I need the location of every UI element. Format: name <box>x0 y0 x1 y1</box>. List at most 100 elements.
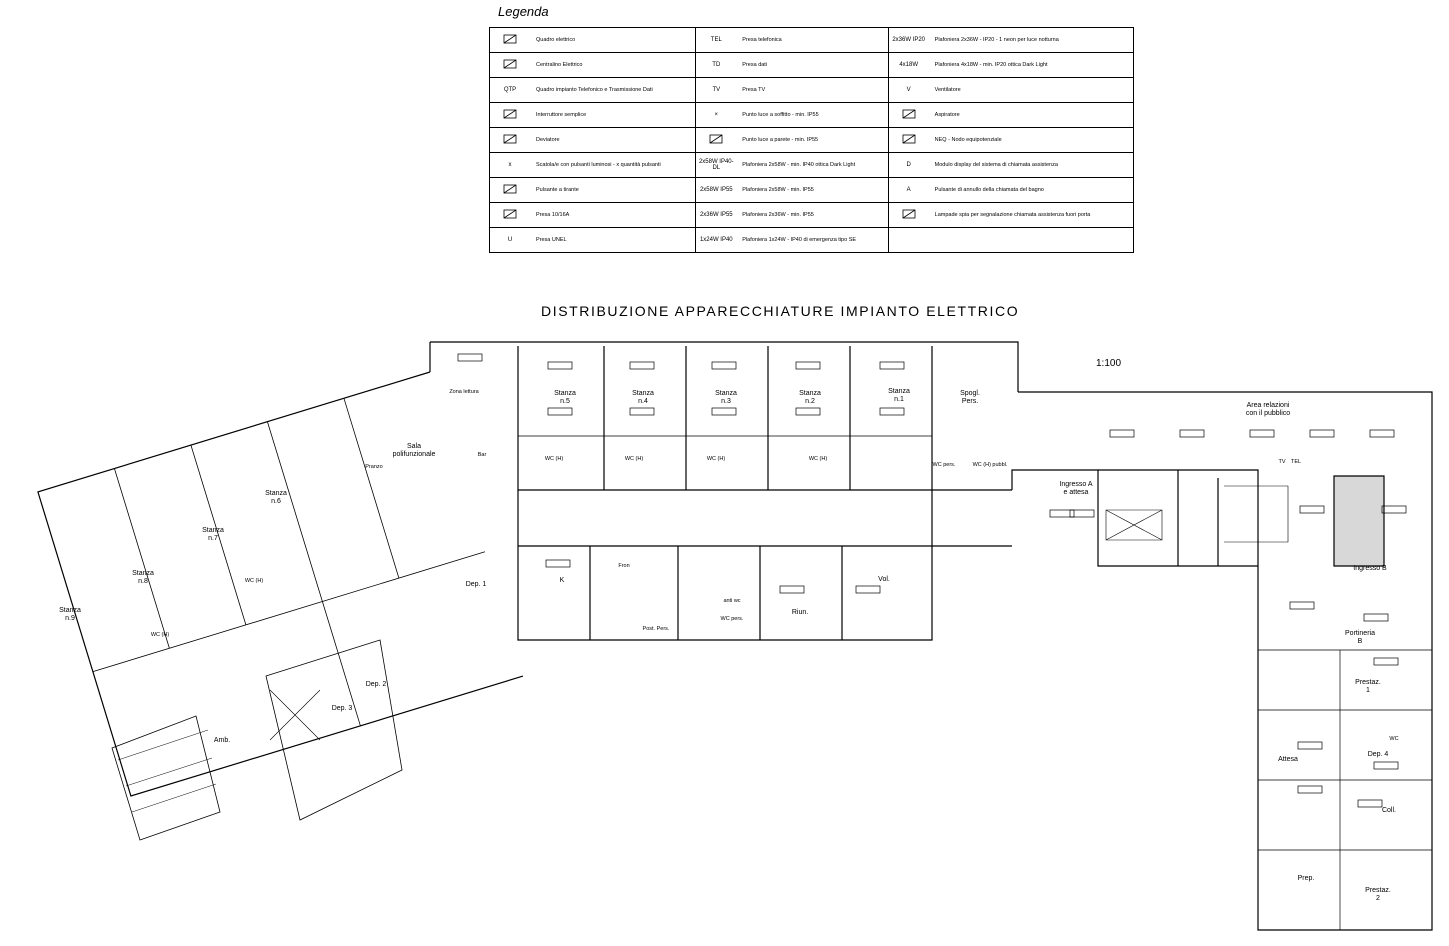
lamp-fixture-icon <box>1069 509 1095 518</box>
plan-note-wch1: WC (H) <box>545 456 563 462</box>
legend-label: Lampade spia per segnalazione chiamata a… <box>928 202 1134 228</box>
legend-label: Centralino Elettrico <box>530 52 697 78</box>
punto-luce-soffitto-icon: × <box>695 102 737 128</box>
legend-label: Plafoniera 2x58W - min. IP40 ottica Dark… <box>736 152 889 178</box>
legend-label: Punto luce a parete - min. IP55 <box>736 127 889 153</box>
legend-label: Presa dati <box>736 52 889 78</box>
room-label-sala: Sala <box>407 443 421 450</box>
legend-label: Interruttore semplice <box>530 102 697 128</box>
west-wing-wall <box>37 371 524 797</box>
room-label-dep4: Dep. 4 <box>1368 751 1389 758</box>
legend-symbol-text: D <box>906 162 911 168</box>
scatola-pulsanti-icon: x <box>489 152 530 178</box>
north-wall <box>429 341 1019 392</box>
lamp-fixture-icon <box>457 353 483 362</box>
lamp-fixture-icon <box>879 407 905 416</box>
plafoniera-notturna-icon: 2x36W IP20 <box>887 27 929 53</box>
room-number-prestaz2: 2 <box>1376 895 1380 902</box>
room-number-stanza8: n.8 <box>138 578 148 585</box>
legend-symbol-text: QTP <box>503 87 517 93</box>
room-number-spogl: Pers. <box>962 398 978 405</box>
quadro-elettrico-icon <box>489 27 530 53</box>
lamp-fixture-icon <box>1309 429 1335 438</box>
legend-label: Scatola/e con pulsanti luminosi - x quan… <box>530 152 697 178</box>
lamp-fixture-icon <box>1373 761 1399 770</box>
lamp-fixture-icon <box>795 407 821 416</box>
room-label-dep1: Dep. 1 <box>466 581 487 588</box>
plan-note-wch3: WC (H) <box>707 456 725 462</box>
neq-icon <box>887 127 929 153</box>
legend-symbol-shape <box>503 209 517 221</box>
room-label-ingressoB: Ingresso B <box>1353 565 1387 572</box>
stair-core <box>1333 475 1385 567</box>
room-number-area: con il pubblico <box>1246 410 1290 417</box>
lamp-fixture-icon <box>1299 505 1325 514</box>
room-number-stanza4: n.4 <box>638 398 648 405</box>
room-label-prestaz2: Prestaz. <box>1365 887 1391 894</box>
lamp-fixture-icon <box>547 407 573 416</box>
lamp-fixture-icon <box>879 361 905 370</box>
legend-label: Punto luce a soffitto - min. IP55 <box>736 102 889 128</box>
legend-label: Aspiratore <box>928 102 1134 128</box>
ventilatore-icon: V <box>887 77 929 103</box>
legend-symbol-text: U <box>507 237 513 243</box>
room-number-stanza7: n.7 <box>208 535 218 542</box>
presa-unel-icon: U <box>489 227 530 253</box>
legend-label <box>928 227 1134 253</box>
presa-icon <box>489 202 530 228</box>
lamp-fixture-icon <box>547 361 573 370</box>
room-label-stanza3: Stanza <box>715 390 737 397</box>
lamp-fixture-icon <box>629 361 655 370</box>
pulsante-bagno-icon: A <box>887 177 929 203</box>
plan-note-postpers: Post. Pers. <box>643 626 670 632</box>
plan-note-bar: Bar <box>478 452 487 458</box>
lamp-fixture-icon <box>1373 657 1399 666</box>
room-label-attesa: Attesa <box>1278 756 1298 763</box>
lamp-fixture-icon <box>1357 799 1383 808</box>
legend-label: Plafoniera 2x58W - min. IP55 <box>736 177 889 203</box>
plan-note-wch5: WC (H) <box>245 578 263 584</box>
plafoniera-2x58-ip55-icon: 2x58W IP55 <box>695 177 737 203</box>
plan-note-tv: TV <box>1278 459 1285 465</box>
legend-symbol-text: 2x36W IP55 <box>699 212 733 218</box>
legend-symbol-shape <box>503 34 517 46</box>
lamp-fixture-icon <box>855 585 881 594</box>
interruttore-icon <box>489 102 530 128</box>
room-number-sala: polifunzionale <box>393 451 436 458</box>
legend-label: Quadro impianto Telefonico e Trasmission… <box>530 77 697 103</box>
legend-symbol-text: TEL <box>710 37 722 43</box>
plan-note-wc: WC <box>1389 736 1398 742</box>
room-label-stanza8: Stanza <box>132 570 154 577</box>
room-label-area: Area relazioni <box>1247 402 1290 409</box>
lamp-fixture-icon <box>1289 601 1315 610</box>
legend-symbol-shape <box>503 184 517 196</box>
legend-label: Plafoniera 4x18W - min. IP20 ottica Dark… <box>928 52 1134 78</box>
room-label-coll: Coll. <box>1382 807 1396 814</box>
room-number-stanza6: n.6 <box>271 498 281 505</box>
legend-label: Quadro elettrico <box>530 27 697 53</box>
legend-symbol-shape <box>902 134 916 146</box>
room-label-stanza1: Stanza <box>888 388 910 395</box>
legend-label: Deviatore <box>530 127 697 153</box>
plafoniera-emergenza-icon: 1x24W IP40 <box>695 227 737 253</box>
room-label-amb: Amb. <box>214 737 230 744</box>
plan-scale: 1:100 <box>1096 358 1122 369</box>
lamp-fixture-icon <box>1381 505 1407 514</box>
plan-note-anti: anti wc <box>723 598 740 604</box>
plan-title: DISTRIBUZIONE APPARECCHIATURE IMPIANTO E… <box>541 303 1020 319</box>
legend-symbol-text: V <box>906 87 911 93</box>
room-label-stanza2: Stanza <box>799 390 821 397</box>
legend-row: Deviatore Punto luce a parete - min. IP55… <box>489 127 1134 153</box>
room-label-k: K <box>560 577 565 584</box>
presa-telefonica-icon: TEL <box>695 27 737 53</box>
room-label-riun: Riun. <box>792 609 808 616</box>
lamp-fixture-icon <box>711 407 737 416</box>
room-label-stanza5: Stanza <box>554 390 576 397</box>
legend-row: Interruttore semplice×Punto luce a soffi… <box>489 102 1134 128</box>
lamp-fixture-icon <box>711 361 737 370</box>
qtp-icon: QTP <box>489 77 530 103</box>
plan-note-tel: TEL <box>1291 459 1301 465</box>
